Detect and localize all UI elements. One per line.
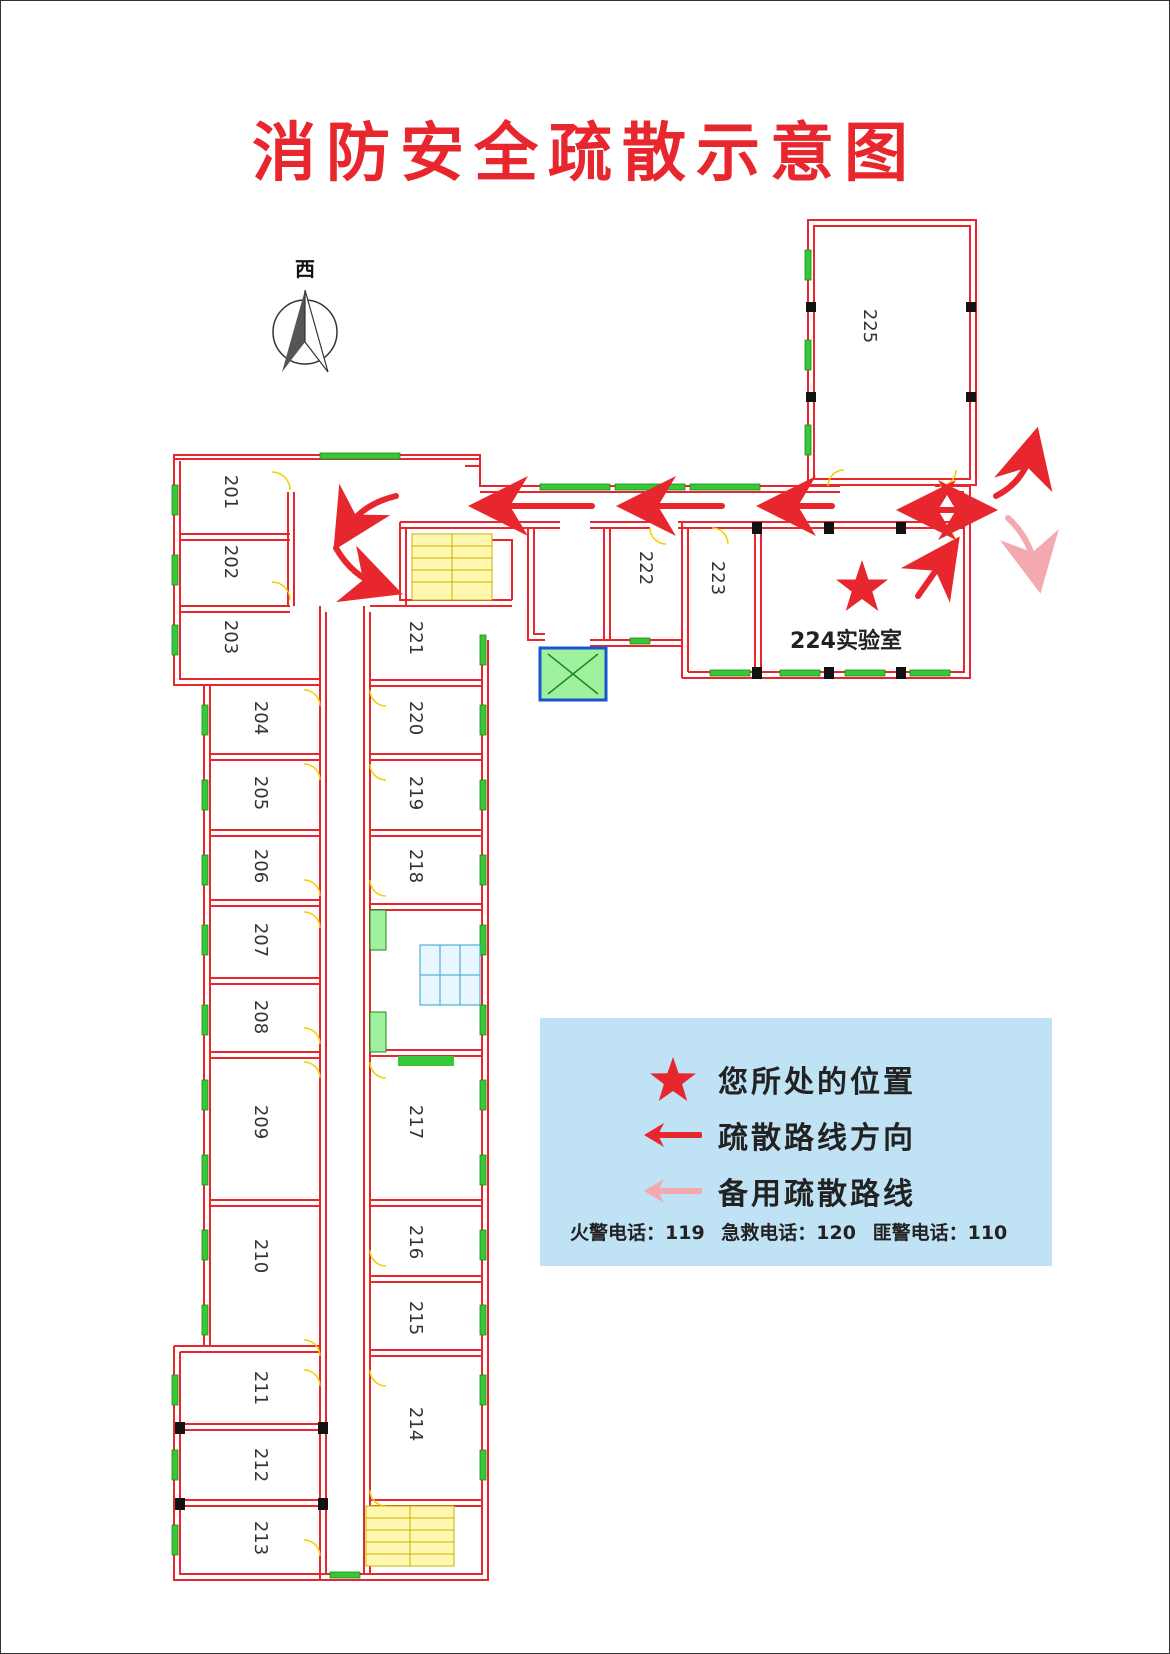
room-label: 212 [250, 1448, 271, 1482]
room-label: 221 [405, 621, 426, 655]
room-label: 223 [707, 561, 728, 595]
room-label: 220 [405, 701, 426, 735]
room-label: 211 [250, 1371, 271, 1405]
legend-label: 备用疏散路线 [718, 1177, 916, 1212]
legend-panel: 您所处的位置 疏散路线方向 备用疏散路线 火警电话：119 急救电话：120 匪… [540, 1018, 1052, 1266]
room-label: 214 [405, 1407, 426, 1441]
legend-row-backup: 备用疏散路线 [540, 1166, 916, 1216]
fire-phone: 火警电话：119 [570, 1222, 705, 1244]
evac-arrow-icon [993, 426, 1053, 499]
room-label: 209 [250, 1105, 271, 1139]
room-labels: 201 202 203 204 205 206 207 208 209 210 … [220, 309, 902, 1555]
page-title: 消防安全疏散示意图 [252, 117, 918, 191]
evac-arrow-icon [333, 483, 399, 551]
washroom-fixtures [369, 909, 481, 1066]
room-label: 202 [220, 545, 241, 579]
star-icon [644, 1057, 702, 1101]
room-label: 213 [250, 1521, 271, 1555]
room-label: 225 [859, 309, 880, 343]
room-label: 204 [250, 701, 271, 735]
doors [271, 469, 957, 1557]
room-label: 218 [405, 849, 426, 883]
room-label: 219 [405, 776, 426, 810]
room-label: 215 [405, 1301, 426, 1335]
walls [173, 219, 977, 1581]
room-label: 205 [250, 776, 271, 810]
room-label: 206 [250, 849, 271, 883]
evac-arrow-icon [333, 545, 403, 603]
evac-arrow-icon [900, 536, 960, 603]
room-label: 203 [220, 620, 241, 654]
room-label: 222 [635, 551, 656, 585]
backup-arrow-icon [999, 515, 1059, 594]
stairs-north [411, 533, 493, 601]
room-label: 216 [405, 1225, 426, 1259]
backup-arrow-icon [644, 1171, 702, 1211]
evacuation-arrows [333, 426, 1053, 603]
room-label: 210 [250, 1239, 271, 1273]
stairs-south [365, 1505, 455, 1567]
police-phone: 匪警电话：110 [872, 1222, 1008, 1244]
evac-arrow-icon [644, 1115, 702, 1155]
legend-row-position: 您所处的位置 [540, 1054, 916, 1104]
current-room-label: 224实验室 [790, 628, 902, 654]
north-arrow-icon: 西 [272, 257, 338, 373]
legend-row-route: 疏散路线方向 [540, 1110, 916, 1160]
compass-label: 西 [295, 257, 315, 281]
room-label: 207 [250, 923, 271, 957]
room-label: 208 [250, 1000, 271, 1034]
room-label: 217 [405, 1105, 426, 1139]
room-label: 201 [220, 475, 241, 509]
you-are-here-star-icon [836, 560, 888, 611]
ambulance-phone: 急救电话：120 [721, 1222, 856, 1244]
elevator-icon [538, 646, 608, 702]
legend-label: 疏散路线方向 [718, 1121, 916, 1156]
legend-label: 您所处的位置 [718, 1065, 916, 1100]
emergency-phones: 火警电话：119 急救电话：120 匪警电话：110 [570, 1218, 1017, 1245]
windows [171, 249, 951, 1579]
